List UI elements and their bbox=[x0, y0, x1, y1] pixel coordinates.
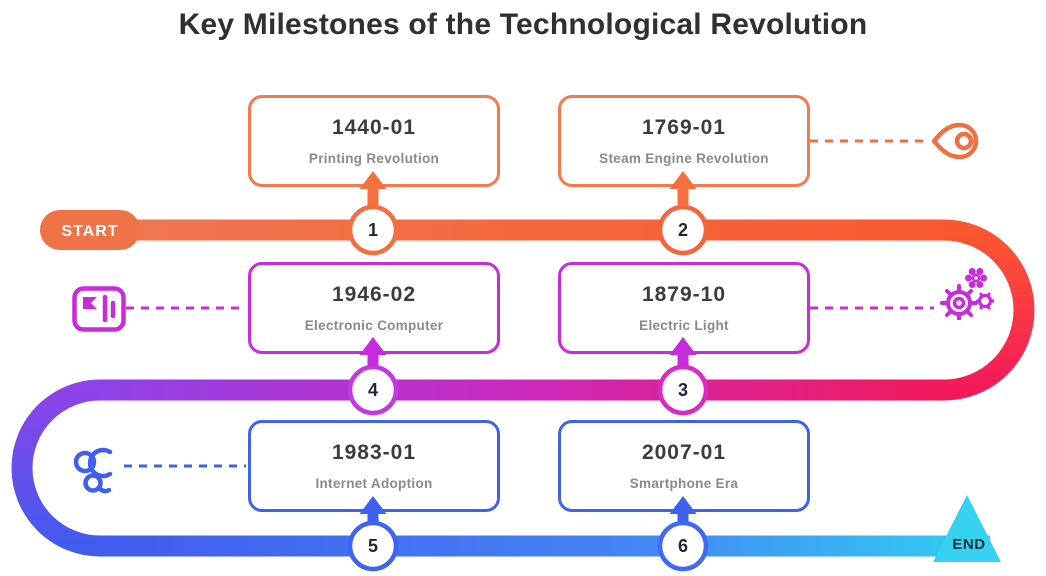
milestone-date: 1946-02 bbox=[331, 283, 417, 306]
milestone-label: Printing Revolution bbox=[308, 151, 440, 166]
gears-icon bbox=[940, 268, 994, 320]
start-badge bbox=[40, 210, 140, 250]
node-2: 2 bbox=[657, 204, 709, 256]
start-label: START bbox=[61, 223, 118, 240]
node-6: 6 bbox=[657, 520, 709, 572]
node-4: 4 bbox=[347, 364, 399, 416]
end-label: END bbox=[952, 536, 985, 553]
milestone-date: 1879-10 bbox=[641, 283, 727, 306]
milestone-card-light: 1879-10 Electric Light bbox=[558, 262, 810, 354]
billing-machine-icon bbox=[72, 286, 126, 332]
node-2-number: 2 bbox=[678, 220, 688, 240]
milestone-card-smartphone: 2007-01 Smartphone Era bbox=[558, 420, 810, 512]
milestone-card-computer: 1946-02 Electronic Computer bbox=[248, 262, 500, 354]
node-5: 5 bbox=[347, 520, 399, 572]
milestone-card-internet: 1983-01 Internet Adoption bbox=[248, 420, 500, 512]
milestone-date: 1769-01 bbox=[641, 116, 727, 139]
end-flag bbox=[933, 495, 1001, 562]
node-1: 1 bbox=[347, 204, 399, 256]
milestone-label: Electric Light bbox=[639, 318, 729, 333]
milestone-label: Smartphone Era bbox=[629, 476, 739, 491]
node-1-number: 1 bbox=[368, 220, 378, 240]
milestone-label: Electronic Computer bbox=[304, 318, 444, 333]
milestone-date: 1440-01 bbox=[331, 116, 417, 139]
milestone-date: 1983-01 bbox=[331, 441, 417, 464]
milestone-date: 2007-01 bbox=[641, 441, 727, 464]
milestone-label: Internet Adoption bbox=[315, 476, 433, 491]
milestone-card-steam: 1769-01 Steam Engine Revolution bbox=[558, 95, 810, 187]
molecule-icon bbox=[73, 447, 113, 494]
milestone-card-printing: 1440-01 Printing Revolution bbox=[248, 95, 500, 187]
page-title: Key Milestones of the Technological Revo… bbox=[178, 8, 868, 41]
node-5-number: 5 bbox=[368, 536, 378, 556]
location-pin-icon bbox=[931, 122, 979, 160]
node-6-number: 6 bbox=[678, 536, 688, 556]
milestone-label: Steam Engine Revolution bbox=[599, 151, 769, 166]
node-3-number: 3 bbox=[678, 380, 688, 400]
node-3: 3 bbox=[657, 364, 709, 416]
node-4-number: 4 bbox=[368, 380, 378, 400]
